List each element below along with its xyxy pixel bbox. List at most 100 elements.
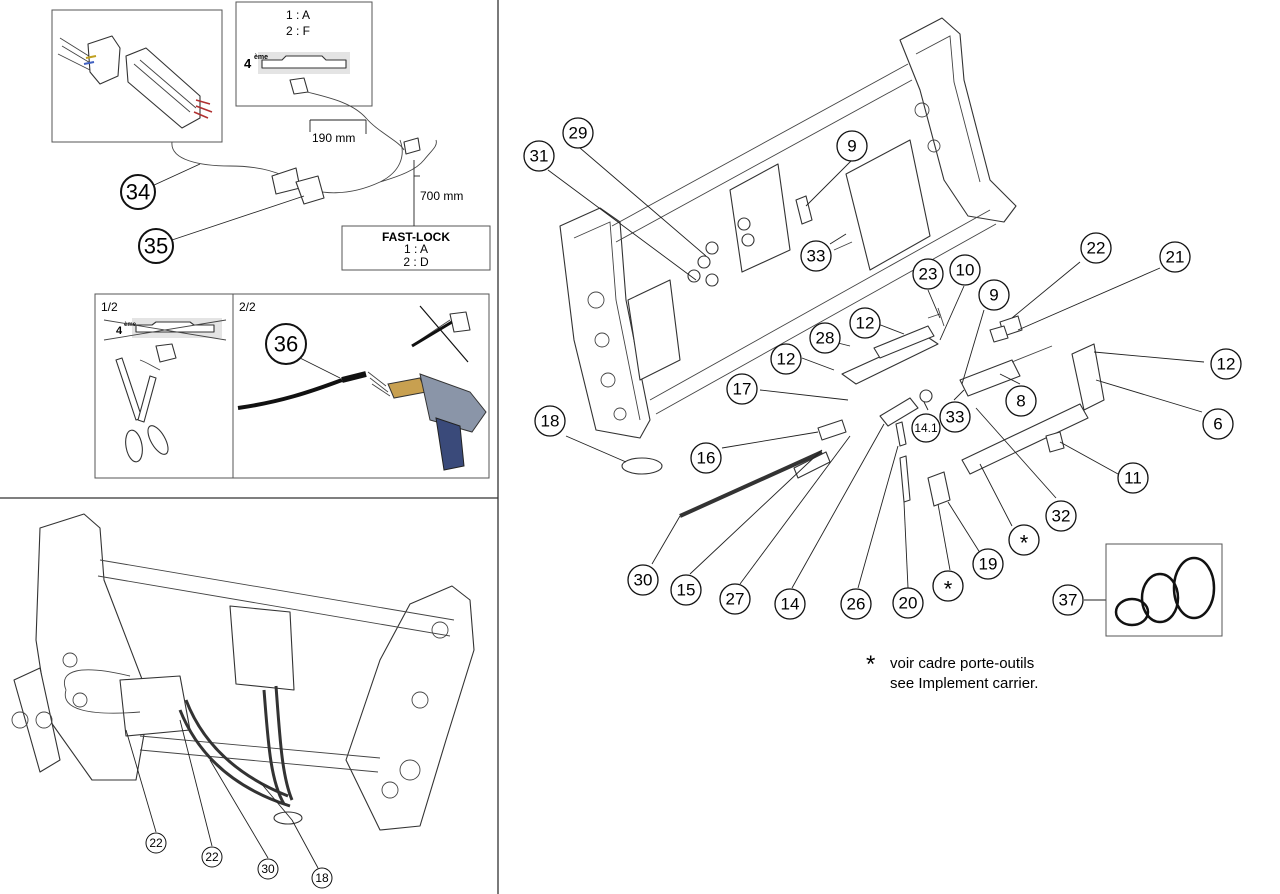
block-assembled: [119, 675, 191, 737]
svg-text:37: 37: [1059, 591, 1078, 610]
step1-fourth-sup: ème: [124, 322, 137, 328]
callout-9-top: 9: [836, 130, 868, 162]
callout-15: 15: [670, 574, 702, 606]
svg-text:12: 12: [1217, 355, 1236, 374]
svg-text:11: 11: [1124, 469, 1142, 488]
no-plug-icon: [411, 305, 471, 363]
scissors-icon: [115, 357, 169, 463]
callout-16: 16: [690, 442, 722, 474]
step1-plug: [155, 343, 177, 363]
callout-6: 6: [1202, 408, 1234, 440]
svg-text:14.1: 14.1: [914, 421, 938, 435]
svg-text:12: 12: [777, 350, 796, 369]
dim-190: 190 mm: [312, 131, 355, 145]
fitting-22: [989, 325, 1009, 343]
svg-text:30: 30: [261, 862, 275, 876]
svg-text:10: 10: [956, 261, 975, 280]
svg-text:6: 6: [1213, 415, 1222, 434]
svg-text:*: *: [1020, 531, 1029, 556]
heat-shrink-cable: [237, 378, 343, 410]
callout-30-bottom: 30: [257, 858, 279, 880]
valve-assembled: [229, 605, 295, 691]
clamp-assembled: [273, 811, 303, 825]
callout-22-bottom-a: 22: [145, 832, 167, 854]
callout-22: 22: [1080, 232, 1112, 264]
tube-32: [961, 403, 1089, 475]
valve-bracket: [729, 163, 791, 273]
connector-illustration: [57, 35, 213, 129]
top-tube: [611, 63, 913, 243]
callout-18-bottom: 18: [311, 867, 333, 889]
callout-22-bottom-b: 22: [201, 846, 223, 868]
lever-6: [1071, 343, 1105, 411]
svg-text:8: 8: [1016, 392, 1025, 411]
assembled-view: 22 22 30 18: [11, 513, 475, 889]
callout-12-left: 12: [770, 343, 802, 375]
left-side-plate: [559, 207, 651, 439]
callout-23: 23: [912, 258, 944, 290]
svg-text:33: 33: [946, 408, 965, 427]
svg-text:22: 22: [149, 836, 163, 850]
svg-text:19: 19: [979, 555, 998, 574]
svg-text:27: 27: [726, 590, 745, 609]
svg-text:36: 36: [274, 332, 298, 357]
svg-text:26: 26: [847, 595, 866, 614]
svg-text:17: 17: [733, 380, 752, 399]
u-hose: [64, 669, 141, 714]
fast-lock-line-1: 1 : A: [404, 242, 428, 256]
callout-33-mid: 33: [939, 401, 971, 433]
callout-10: 10: [949, 254, 981, 286]
note-asterisk: *: [866, 651, 875, 678]
ratio-line-2: 2 : F: [286, 24, 310, 38]
callout-36: 36: [265, 323, 307, 365]
right-side-plate: [899, 17, 1017, 223]
callout-12-mid: 12: [849, 307, 881, 339]
panel-dividers: [0, 0, 499, 894]
callout-8: 8: [1005, 385, 1037, 417]
callout-33-top: 33: [800, 240, 832, 272]
step1-label: 1/2: [101, 300, 118, 314]
bottom-tube: [649, 209, 997, 415]
svg-text:18: 18: [315, 871, 329, 885]
callout-37: 37: [1052, 584, 1084, 616]
callout-20: 20: [892, 587, 924, 619]
clevis-19: [927, 471, 951, 507]
svg-text:16: 16: [697, 449, 716, 468]
callout-14-1: 14.1: [911, 413, 941, 443]
harness-detail: 1 : A 2 : F 4 ème 190 mm 700 mm FAST-LOC…: [51, 1, 491, 271]
right-bracket: [845, 139, 931, 271]
callout-31: 31: [523, 140, 555, 172]
hose-30: [679, 450, 823, 518]
sleeve-9: [795, 195, 813, 225]
svg-text:33: 33: [807, 247, 826, 266]
svg-text:18: 18: [541, 412, 560, 431]
callout-32: 32: [1045, 500, 1077, 532]
ring-14-1: [919, 389, 933, 403]
svg-text:30: 30: [634, 571, 653, 590]
fast-lock-plug: [403, 137, 421, 155]
right-plate-assembled: [345, 585, 475, 831]
steps-panel: 1/2 2/2 4 ème 36: [94, 293, 490, 479]
svg-text:21: 21: [1166, 248, 1185, 267]
callout-29: 29: [562, 117, 594, 149]
step1-fourth: 4: [116, 325, 123, 337]
fitting-16: [817, 419, 847, 441]
callout-11: 11: [1117, 462, 1149, 494]
pin-11: [1045, 431, 1065, 453]
o-rings: [1114, 556, 1216, 627]
svg-text:9: 9: [989, 286, 998, 305]
callout-18: 18: [534, 405, 566, 437]
step1-cross: [103, 319, 227, 341]
callout-21: 21: [1159, 241, 1191, 273]
fourth-label: 4: [244, 56, 252, 71]
step2-label: 2/2: [239, 300, 256, 314]
svg-text:35: 35: [144, 234, 168, 259]
svg-text:31: 31: [530, 147, 549, 166]
svg-text:20: 20: [899, 594, 918, 613]
fast-lock-box: [341, 225, 491, 271]
svg-text:29: 29: [569, 124, 588, 143]
svg-text:9: 9: [847, 137, 856, 156]
callout-asterisk-1: *: [1008, 524, 1040, 556]
cable-upper: [299, 89, 405, 151]
